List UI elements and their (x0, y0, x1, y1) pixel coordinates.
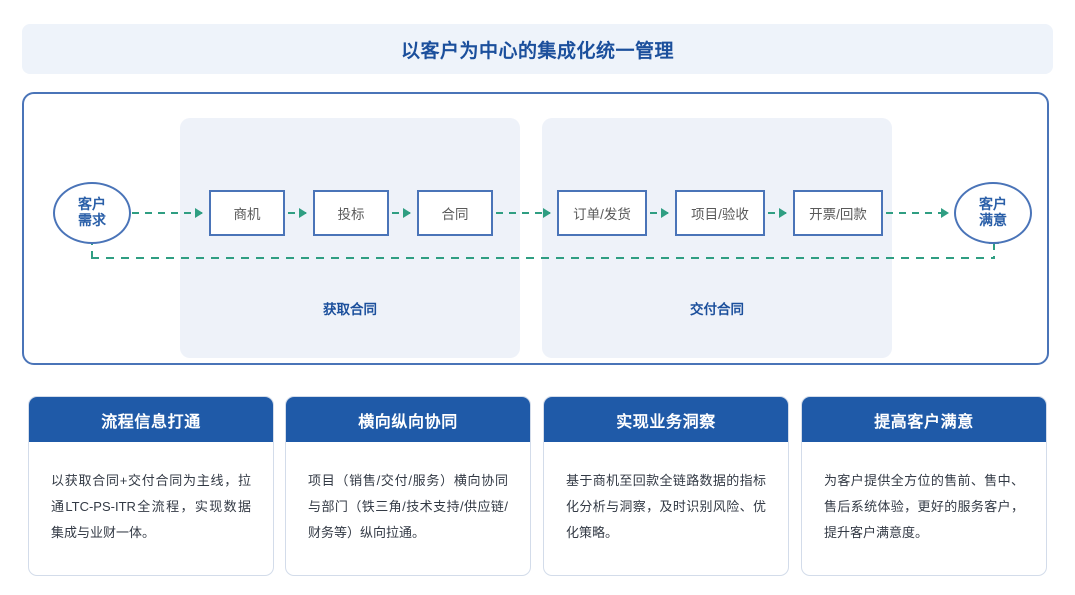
flow-arrow-icon-2 (392, 208, 411, 218)
feedback-loop-line (91, 257, 995, 259)
flow-step-opportunity: 商机 (209, 190, 285, 236)
feedback-loop-arrow-icon (989, 236, 999, 259)
benefit-card-3-header: 提高客户满意 (802, 397, 1046, 442)
page-title-banner: 以客户为中心的集成化统一管理 (22, 24, 1053, 74)
flow-arrow-icon-6 (886, 208, 949, 218)
flow-node-customer-satisfaction: 客户 满意 (954, 182, 1032, 244)
benefit-card-0-body: 以获取合同+交付合同为主线，拉通LTC-PS-ITR全流程，实现数据集成与业财一… (51, 473, 251, 540)
flow-step-order-shipment: 订单/发货 (557, 190, 647, 236)
flow-node-customer-demand-line1: 客户 (78, 196, 106, 213)
flow-step-project-acceptance: 项目/验收 (675, 190, 765, 236)
benefit-card-3-body: 为客户提供全方位的售前、售中、售后系统体验，更好的服务客户，提升客户满意度。 (824, 473, 1024, 540)
benefit-card-2-body: 基于商机至回款全链路数据的指标化分析与洞察，及时识别风险、优化策略。 (566, 473, 766, 540)
group-panel-deliver-contract: 交付合同 (542, 118, 892, 358)
flow-arrow-icon-5 (768, 208, 787, 218)
flow-arrow-icon-0 (132, 208, 203, 218)
flow-step-invoice-payment: 开票/回款 (793, 190, 883, 236)
feedback-loop-stub (91, 239, 93, 259)
flow-node-customer-demand-line2: 需求 (78, 212, 106, 228)
flow-node-customer-satisfaction-line1: 客户 (979, 196, 1007, 213)
benefit-card-1: 横向纵向协同 项目（销售/交付/服务）横向协同与部门（铁三角/技术支持/供应链/… (285, 396, 531, 576)
process-flow-container: 获取合同 交付合同 客户 需求 客户 满意 商机 投标 合同 订单/发货 项目/… (22, 92, 1049, 365)
benefit-card-0-header: 流程信息打通 (29, 397, 273, 442)
group-label-acquire-contract: 获取合同 (323, 302, 377, 317)
flow-arrow-icon-4 (650, 208, 669, 218)
benefit-card-2-header: 实现业务洞察 (544, 397, 788, 442)
flow-arrow-icon-1 (288, 208, 307, 218)
benefit-card-2: 实现业务洞察 基于商机至回款全链路数据的指标化分析与洞察，及时识别风险、优化策略… (543, 396, 789, 576)
flow-arrow-icon-3 (496, 208, 551, 218)
flow-node-customer-satisfaction-line2: 满意 (979, 212, 1007, 228)
group-label-deliver-contract: 交付合同 (690, 302, 744, 317)
benefit-card-0: 流程信息打通 以获取合同+交付合同为主线，拉通LTC-PS-ITR全流程，实现数… (28, 396, 274, 576)
flow-step-bidding: 投标 (313, 190, 389, 236)
benefit-card-1-header: 横向纵向协同 (286, 397, 530, 442)
flow-step-contract: 合同 (417, 190, 493, 236)
benefit-card-1-body: 项目（销售/交付/服务）横向协同与部门（铁三角/技术支持/供应链/财务等）纵向拉… (308, 473, 508, 540)
flow-node-customer-demand: 客户 需求 (53, 182, 131, 244)
group-panel-acquire-contract: 获取合同 (180, 118, 520, 358)
page-title: 以客户为中心的集成化统一管理 (400, 40, 674, 62)
benefit-card-3: 提高客户满意 为客户提供全方位的售前、售中、售后系统体验，更好的服务客户，提升客… (801, 396, 1047, 576)
